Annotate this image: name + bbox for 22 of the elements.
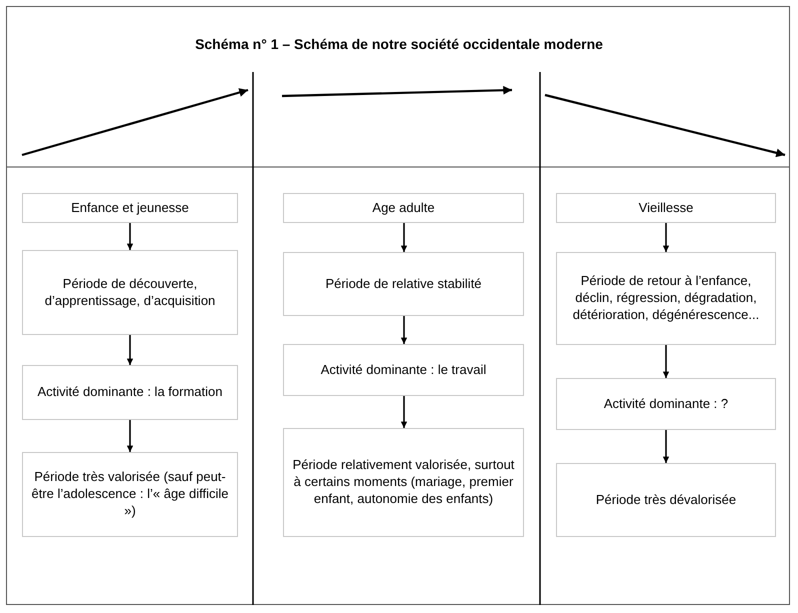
text-box: Activité dominante : ?	[556, 378, 776, 430]
text-box: Période très dévalorisée	[556, 463, 776, 537]
text-box: Age adulte	[283, 193, 524, 223]
text-box: Vieillesse	[556, 193, 776, 223]
arrow	[662, 345, 670, 378]
arrow	[400, 316, 408, 344]
arrow	[662, 223, 670, 252]
text-box: Enfance et jeunesse	[22, 193, 238, 223]
text-box: Période de relative stabilité	[283, 252, 524, 316]
text-box: Activité dominante : la formation	[22, 365, 238, 420]
arrow	[662, 430, 670, 463]
arrow	[126, 420, 134, 452]
text-box: Période très valorisée (sauf peut-être l’adolescence : l’« âge difficile »)	[22, 452, 238, 537]
diagram-title: Schéma n° 1 – Schéma de notre société occidentale moderne	[194, 36, 604, 52]
text-box: Activité dominante : le travail	[283, 344, 524, 396]
text-box: Période relativement valorisée, surtout à certains moments (mariage, premier enfant, autonomie des enfants)	[283, 428, 524, 537]
text-box: Période de découverte, d’apprentissage, d’acquisition	[22, 250, 238, 335]
arrow	[400, 396, 408, 428]
arrow	[126, 223, 134, 250]
arrow	[400, 223, 408, 252]
arrow	[126, 335, 134, 365]
text-box: Période de retour à l’enfance, déclin, régression, dégradation, détérioration, dégénérescence...	[556, 252, 776, 345]
